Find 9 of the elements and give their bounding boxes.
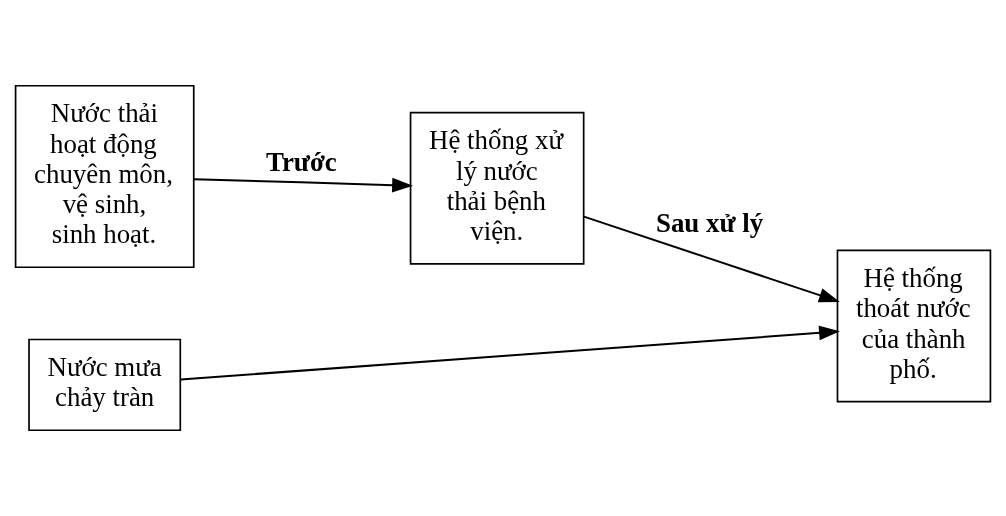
arrow <box>180 325 840 381</box>
node-box: Hệ thống xử lý nước thải bệnh viện. <box>409 111 585 265</box>
node-box: Nước thải hoạt động chuyên môn, vệ sinh, sinh hoạt. <box>14 84 195 269</box>
edge-label: Trước <box>266 147 337 178</box>
edge-label: Sau xử lý <box>655 207 764 238</box>
arrow <box>583 215 840 303</box>
arrow <box>194 177 413 193</box>
node-box: Hệ thống thoát nước của thành phố. <box>836 249 992 403</box>
node-box: Nước mưa chảy tràn <box>28 338 182 432</box>
